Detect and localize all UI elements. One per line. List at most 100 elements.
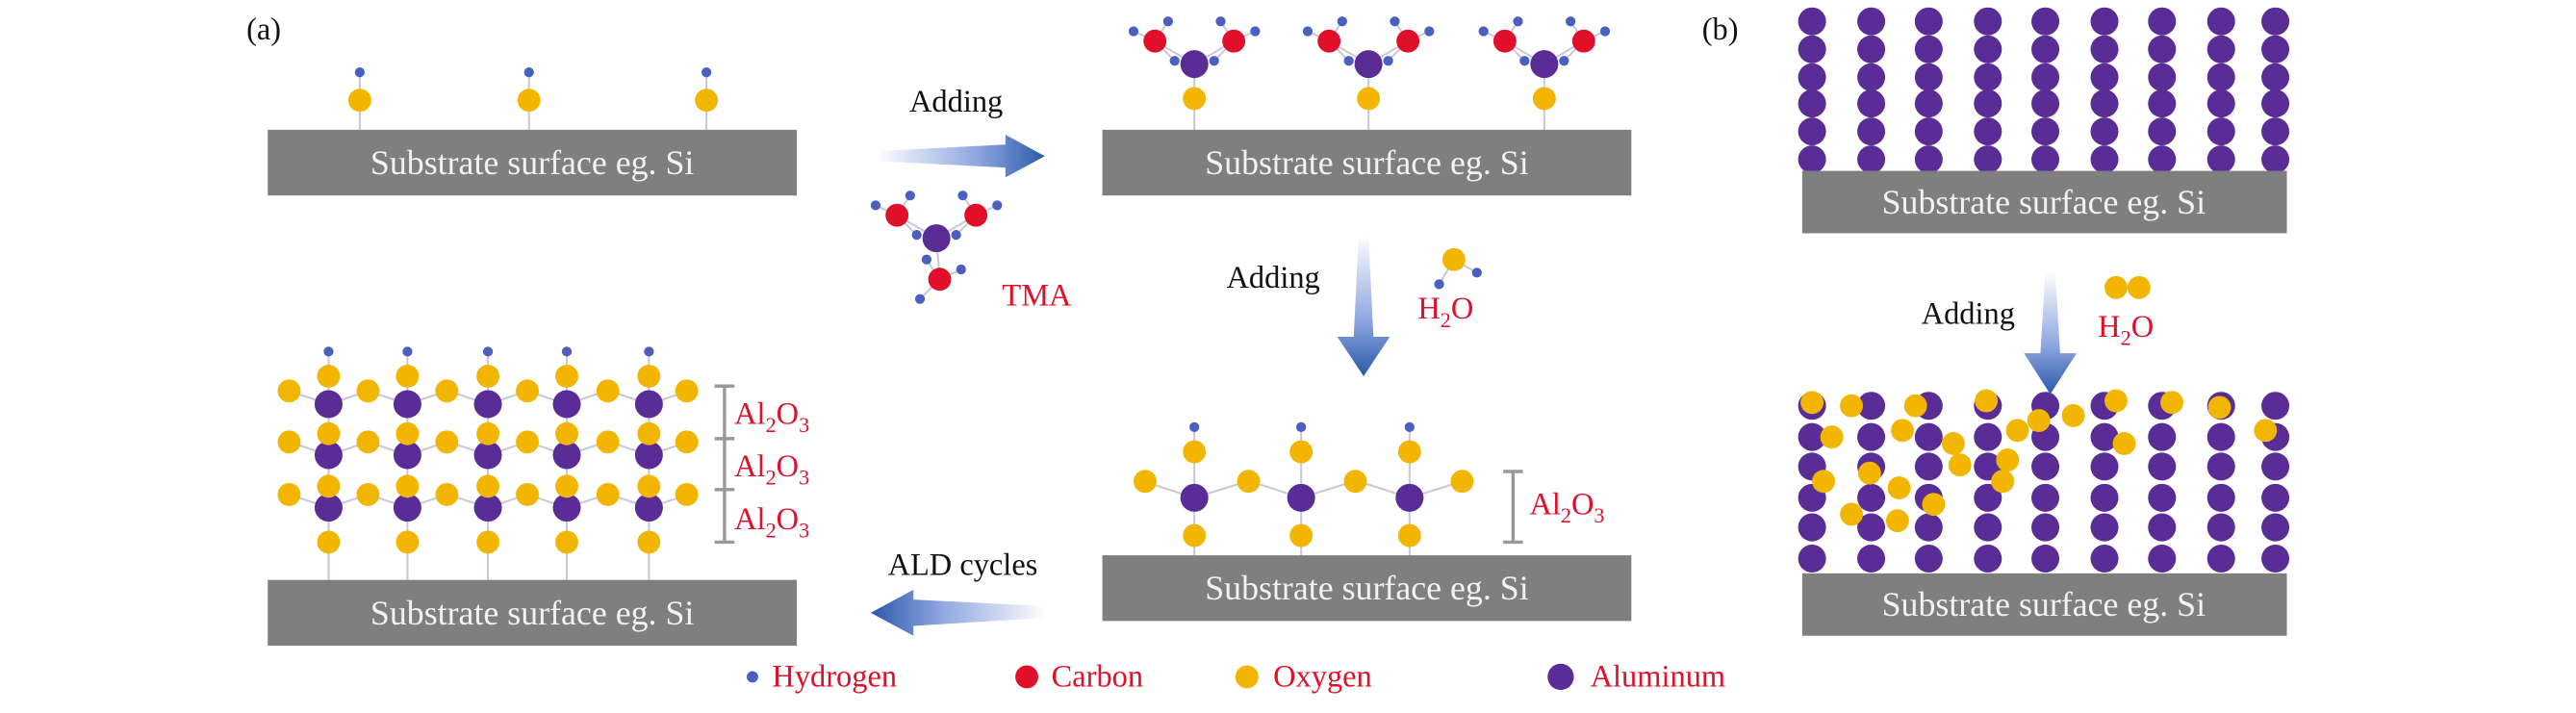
oxygen-atom [1532,87,1556,111]
aluminum-atom [1798,89,1826,118]
oxygen-atom [317,365,341,388]
al2o3-label: Al2O3 [734,396,809,437]
oxygen-atom [516,482,539,506]
al2o3-label: Al2O3 [734,502,809,543]
oxygen-atom [476,365,500,388]
hydrogen-atom [323,346,334,357]
oxygen-atom [277,379,301,403]
aluminum-atom [1180,483,1209,512]
layer-bracket-a4: Al2O3 Al2O3 Al2O3 [714,384,809,545]
aluminum-legend-icon [1547,663,1574,691]
aluminum-atom [1857,422,1886,451]
aluminum-atom [1798,7,1826,36]
aluminum-atom [2148,117,2177,146]
oxygen-atom [1441,247,1466,271]
hydrogen-atom [354,67,366,78]
oxygen-atom [1941,432,1965,455]
aluminum-atom [2206,422,2235,451]
aluminum-atom [1180,50,1209,79]
hydrogen-atom [1390,16,1400,27]
oxygen-atom [1183,440,1207,464]
aluminum-atom [1914,145,1943,174]
step-label-adding: Adding [1226,261,1319,295]
oxygen-atom [1840,394,1864,418]
substrate-a1: Substrate surface eg. Si [268,129,798,196]
arrow-right-adding-tma: Adding [875,85,1045,178]
substrate-label: Substrate surface eg. Si [1882,183,2206,221]
aluminum-atom [1974,513,2002,542]
aluminum-atom [1798,544,1826,573]
aluminum-atom [2090,35,2119,64]
carbon-atom [1317,29,1341,53]
carbon-atom [1492,29,1517,53]
hydrogen-atom [561,346,573,357]
hydrogen-atom [905,191,915,201]
aluminum-atom [2148,483,2177,512]
hydrogen-atom [1209,56,1219,66]
oxygen-atom [435,482,459,506]
water-label-b: H2O [2098,310,2154,350]
legend: Hydrogen Carbon Oxygen Aluminum [746,660,1725,695]
substrate-label: Substrate surface eg. Si [1205,143,1528,182]
aluminum-atom [552,494,581,522]
aluminum-atom [2148,63,2177,91]
oxygen-atom [555,530,578,554]
carbon-atom [1143,29,1167,53]
oxygen-atom [2061,404,2085,427]
oxygen-atom [1800,391,1824,415]
aluminum-atom [922,224,951,253]
carbon-legend-icon [1015,665,1038,689]
substrate-label: Substrate surface eg. Si [370,143,694,182]
aluminum-atom [2090,89,2119,118]
oxygen-atom [2027,409,2051,433]
oxygen-atom [596,430,620,454]
oxygen-atom [317,421,341,446]
aluminum-atom [2206,483,2235,512]
oxygen-atom [1357,87,1381,111]
hydrogen-atom [402,346,413,357]
oxygen-atom [1343,470,1367,494]
aluminum-atom [1974,145,2002,174]
aluminum-atom [473,441,502,470]
aluminum-atom [1914,63,1943,91]
substrate-label: Substrate surface eg. Si [1205,569,1528,607]
oxygen-atom [637,365,661,388]
aluminum-atom [2261,452,2290,481]
aluminum-atom [314,390,343,419]
aluminum-atom [1287,483,1315,512]
al2o3-label: Al2O3 [734,449,809,490]
hydrogen-atom [1404,421,1415,433]
aluminum-atom [2148,422,2177,451]
oxygen-atom [395,365,420,388]
oxygen-atom [1996,448,2020,472]
oxygen-atom [395,530,420,554]
aluminum-atom [2148,452,2177,481]
aluminum-atom [2090,452,2119,481]
aluminum-atom [2090,117,2119,146]
aluminum-atom [473,494,502,522]
hydrogen-atom [1337,16,1347,27]
oxygen-atom [516,430,539,454]
carbon-atom [1571,29,1595,53]
hydrogen-atom [1566,16,1576,27]
oxygen-atom [555,421,578,446]
aluminum-atom [2148,513,2177,542]
oxygen-atom [356,482,380,506]
aluminum-atom [1857,145,1886,174]
oxygen-atom [1975,389,1999,413]
hydrogen-atom [1519,56,1530,66]
hydrogen-atom [1424,26,1435,37]
atoms [277,7,2290,573]
step-label-adding: Adding [909,85,1003,119]
aluminum-atom [2090,145,2119,174]
oxygen-atom [637,421,661,446]
aluminum-atom [1857,483,1886,512]
hydrogen-atom [1189,421,1200,433]
oxygen-atom [637,530,661,554]
hydrogen-atom [523,67,534,78]
aluminum-atom [1914,117,1943,146]
aluminum-atom [1798,145,1826,174]
carbon-atom [1396,29,1420,53]
hydrogen-atom [701,67,712,78]
aluminum-atom [393,441,421,470]
